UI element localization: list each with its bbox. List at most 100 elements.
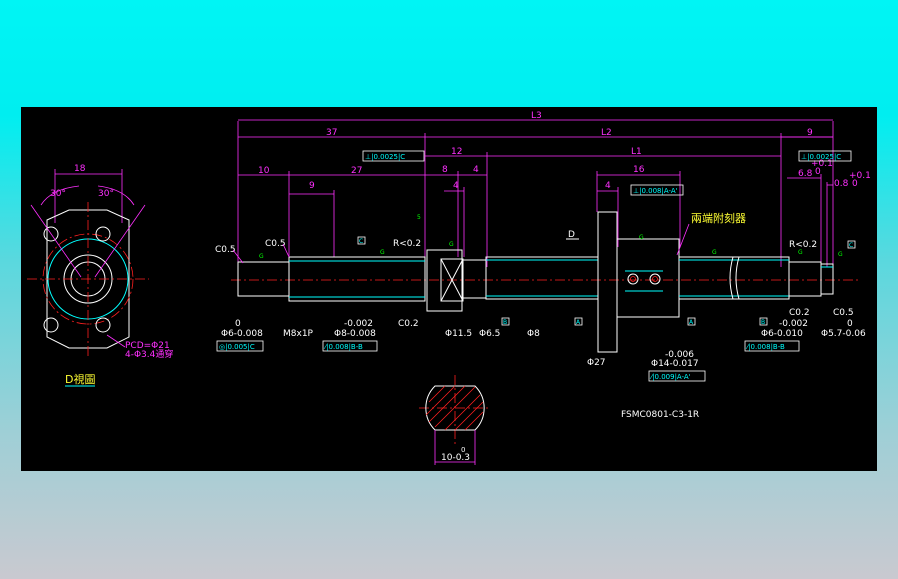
dim-9: 9 xyxy=(309,181,315,191)
lbl-c05-a: C0.5 xyxy=(215,245,236,255)
lbl-zero-right: 0 xyxy=(847,319,853,329)
fcf-left: ⊥|0.0025|C xyxy=(365,153,405,161)
fcf-nut: ⊥|0.008|A-A' xyxy=(633,187,678,195)
tol-0-8-upper: +0.1 xyxy=(849,171,871,181)
lbl-phi6-right: Φ6-0.010 xyxy=(761,329,803,339)
dim-0-8: 0.8 xyxy=(834,179,849,189)
lbl-phi8: Φ8-0.008 xyxy=(334,329,376,339)
lbl-phi65: Φ6.5 xyxy=(479,329,500,339)
tol-6-8-lower: 0 xyxy=(815,167,821,177)
lbl-m8: M8x1P xyxy=(283,329,314,339)
screw-shaft-left xyxy=(485,256,599,300)
finish-marks: G G G G G G G 5 xyxy=(259,214,843,260)
end-view: 18 30° 30° PCD=Φ21 4-Φ3.4通穿 D視圖 xyxy=(27,164,173,387)
lbl-phi14: Φ14-0.017 xyxy=(651,359,699,369)
finish-mark-7: G xyxy=(838,251,843,258)
bolt-hole-tl xyxy=(43,226,59,242)
right-labels: R<0.2 C0.2 -0.002 Φ6-0.010 C0.5 0 Φ5.7-0… xyxy=(744,240,866,352)
dim-4a: 4 xyxy=(453,181,459,191)
dim-L1: L1 xyxy=(631,147,642,157)
nut-body xyxy=(616,238,680,318)
fcf-right: ⊥|0.0025|C xyxy=(801,153,841,161)
frames-top: ⊥|0.0025|C ⊥|0.0025|C ⊥|0.008|A-A' xyxy=(362,150,852,196)
nut-hole-left xyxy=(627,273,639,285)
top-dimensions: L3 37 L2 9 12 L1 10 27 9 8 4 4 16 xyxy=(237,111,871,272)
dim-6-8: 6.8 xyxy=(798,169,813,179)
finish-mark-5: G xyxy=(712,249,717,256)
bolt-hole-br xyxy=(95,317,111,333)
dim-8: 8 xyxy=(442,165,448,175)
datum-markers: C C B A A B xyxy=(357,236,856,326)
nut-labels: D Φ27 -0.006 Φ14-0.017 ⁄|0.009|A-A' 兩端附刻… xyxy=(566,211,746,420)
tol-6-8-upper: +0.1 xyxy=(811,159,833,169)
lbl-D: D xyxy=(568,230,575,240)
bolt-hole-bl xyxy=(43,317,59,333)
shaft-view xyxy=(231,211,861,353)
bolt-hole-tr xyxy=(95,226,111,242)
datum-b-right: B xyxy=(761,319,765,326)
fcf-runout-left: ⁄|0.008|B-B xyxy=(323,343,363,351)
section-width: 10-0.3 xyxy=(441,453,470,463)
section-view: 10-0.3 0 xyxy=(419,375,491,465)
dim-16: 16 xyxy=(633,165,645,175)
dim-L3: L3 xyxy=(531,111,542,121)
dim-5: 5 xyxy=(417,214,421,221)
datum-b-left: B xyxy=(503,319,507,326)
end-view-angle-right: 30° xyxy=(98,189,114,199)
lbl-r02-right: R<0.2 xyxy=(789,240,817,250)
left-labels: C0.5 C0.5 0 Φ6-0.008 M8x1P -0.002 Φ8-0.0… xyxy=(215,239,540,352)
datum-a-prime: A xyxy=(689,319,694,326)
shaft-right-end xyxy=(820,263,834,295)
lbl-m0002-right: -0.002 xyxy=(779,319,808,329)
dim-9-right: 9 xyxy=(807,128,813,138)
model-number: FSMC0801-C3-1R xyxy=(621,410,699,420)
lbl-c05-b: C0.5 xyxy=(265,239,286,249)
lbl-phi57: Φ5.7-0.06 xyxy=(821,329,866,339)
nut-flange xyxy=(597,211,618,353)
shaft-thread-m8 xyxy=(288,256,426,302)
dim-L2: L2 xyxy=(601,128,612,138)
end-view-width-dim: 18 xyxy=(74,164,86,174)
finish-mark-4: G xyxy=(639,234,644,241)
lbl-zero-left: 0 xyxy=(235,319,241,329)
nut-hole-right xyxy=(649,273,661,285)
lbl-phi6: Φ6-0.008 xyxy=(221,329,263,339)
fcf-c005: ◎|0.005|C xyxy=(219,343,255,351)
flange-outline xyxy=(46,209,130,349)
lbl-phi27: Φ27 xyxy=(587,358,606,368)
datum-c-right: C xyxy=(849,242,853,249)
dim-10: 10 xyxy=(258,166,270,176)
lbl-m0002: -0.002 xyxy=(344,319,373,329)
shaft-left-journal xyxy=(237,261,290,297)
dim-27: 27 xyxy=(351,166,362,176)
finish-mark-6: G xyxy=(798,249,803,256)
dim-37: 37 xyxy=(326,128,337,138)
dim-12: 12 xyxy=(451,147,462,157)
dim-4c: 4 xyxy=(605,181,611,191)
lbl-phi115: Φ11.5 xyxy=(445,329,472,339)
view-title: D視圖 xyxy=(65,372,95,386)
cad-drawing-panel: 18 30° 30° PCD=Φ21 4-Φ3.4通穿 D視圖 L3 37 xyxy=(21,107,877,471)
lbl-c02-right: C0.2 xyxy=(789,308,810,318)
lbl-m0006: -0.006 xyxy=(665,350,694,360)
lbl-r02: R<0.2 xyxy=(393,239,421,249)
finish-mark-3: G xyxy=(449,241,454,248)
fcf-nut-runout: ⁄|0.009|A-A' xyxy=(649,373,691,381)
holes-label: 4-Φ3.4通穿 xyxy=(125,348,173,360)
note-both-ends: 兩端附刻器 xyxy=(691,211,746,225)
tol-0-8-lower: 0 xyxy=(852,179,858,189)
cad-drawing: 18 30° 30° PCD=Φ21 4-Φ3.4通穿 D視圖 L3 37 xyxy=(27,111,871,465)
section-tol-top: 0 xyxy=(461,446,465,454)
end-view-angle-left: 30° xyxy=(50,189,66,199)
screw-shaft-right xyxy=(678,256,790,300)
fcf-runout-right: ⁄|0.008|B-B xyxy=(745,343,785,351)
dim-4b: 4 xyxy=(473,165,479,175)
finish-mark-1: G xyxy=(259,253,264,260)
lbl-c05-right: C0.5 xyxy=(833,308,854,318)
shaft-right-journal xyxy=(788,261,822,297)
datum-c-left: C xyxy=(359,238,363,245)
pcd-label: PCD=Φ21 xyxy=(125,341,170,351)
lbl-c02: C0.2 xyxy=(398,319,419,329)
finish-mark-2: G xyxy=(380,249,385,256)
datum-a: A xyxy=(576,319,581,326)
